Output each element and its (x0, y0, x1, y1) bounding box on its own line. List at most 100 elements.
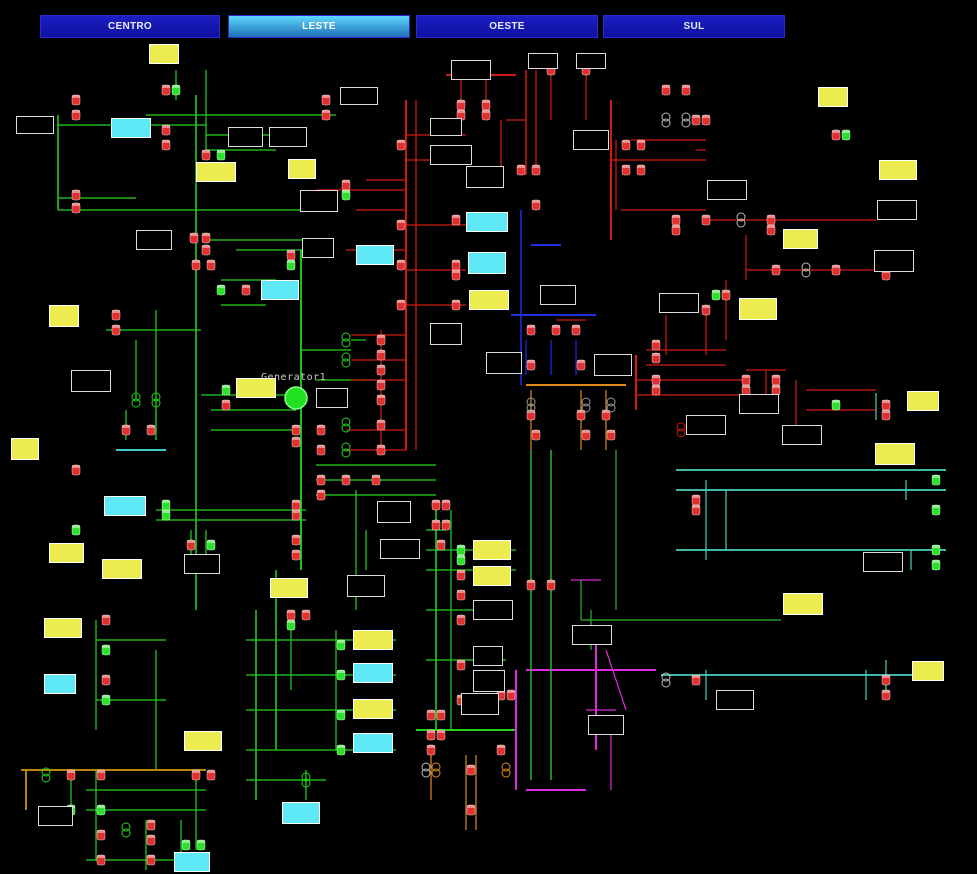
measurement-panel[interactable] (184, 731, 222, 751)
tab-centro[interactable]: CENTRO (40, 15, 220, 38)
breaker-closed-icon[interactable] (206, 769, 216, 781)
measurement-panel[interactable] (473, 646, 503, 666)
breaker-closed-icon[interactable] (96, 829, 106, 841)
breaker-closed-icon[interactable] (316, 444, 326, 456)
breaker-closed-icon[interactable] (111, 324, 121, 336)
measurement-panel[interactable] (739, 394, 779, 414)
breaker-closed-icon[interactable] (681, 84, 691, 96)
breaker-closed-icon[interactable] (496, 744, 506, 756)
measurement-panel[interactable] (316, 388, 348, 408)
breaker-closed-icon[interactable] (881, 689, 891, 701)
breaker-closed-icon[interactable] (101, 674, 111, 686)
breaker-closed-icon[interactable] (506, 689, 516, 701)
breaker-closed-icon[interactable] (551, 324, 561, 336)
breaker-open-icon[interactable] (931, 504, 941, 516)
breaker-closed-icon[interactable] (291, 549, 301, 561)
breaker-closed-icon[interactable] (431, 499, 441, 511)
breaker-open-icon[interactable] (341, 189, 351, 201)
breaker-open-icon[interactable] (171, 84, 181, 96)
breaker-open-icon[interactable] (831, 399, 841, 411)
breaker-closed-icon[interactable] (121, 424, 131, 436)
breaker-closed-icon[interactable] (526, 359, 536, 371)
breaker-open-icon[interactable] (456, 554, 466, 566)
breaker-closed-icon[interactable] (206, 259, 216, 271)
breaker-closed-icon[interactable] (601, 409, 611, 421)
measurement-panel[interactable] (356, 245, 394, 265)
breaker-closed-icon[interactable] (701, 114, 711, 126)
breaker-closed-icon[interactable] (71, 94, 81, 106)
measurement-panel[interactable] (353, 630, 393, 650)
measurement-panel[interactable] (528, 53, 558, 69)
breaker-closed-icon[interactable] (191, 769, 201, 781)
tab-leste[interactable]: LESTE (228, 15, 410, 38)
breaker-closed-icon[interactable] (241, 284, 251, 296)
breaker-open-icon[interactable] (196, 839, 206, 851)
measurement-panel[interactable] (430, 118, 462, 136)
measurement-panel[interactable] (111, 118, 151, 138)
breaker-closed-icon[interactable] (881, 674, 891, 686)
measurement-panel[interactable] (783, 593, 823, 615)
breaker-closed-icon[interactable] (101, 614, 111, 626)
measurement-panel[interactable] (288, 159, 316, 179)
measurement-panel[interactable] (302, 238, 334, 258)
breaker-closed-icon[interactable] (526, 579, 536, 591)
measurement-panel[interactable] (11, 438, 39, 460)
breaker-open-icon[interactable] (336, 744, 346, 756)
measurement-panel[interactable] (269, 127, 307, 147)
measurement-panel[interactable] (136, 230, 172, 250)
measurement-panel[interactable] (340, 87, 378, 105)
breaker-closed-icon[interactable] (651, 339, 661, 351)
breaker-closed-icon[interactable] (96, 854, 106, 866)
measurement-panel[interactable] (659, 293, 699, 313)
breaker-closed-icon[interactable] (71, 202, 81, 214)
measurement-panel[interactable] (907, 391, 939, 411)
measurement-panel[interactable] (874, 250, 914, 272)
breaker-closed-icon[interactable] (661, 84, 671, 96)
breaker-open-icon[interactable] (161, 509, 171, 521)
breaker-closed-icon[interactable] (451, 299, 461, 311)
measurement-panel[interactable] (261, 280, 299, 300)
breaker-closed-icon[interactable] (71, 189, 81, 201)
measurement-panel[interactable] (282, 802, 320, 824)
breaker-closed-icon[interactable] (146, 854, 156, 866)
breaker-closed-icon[interactable] (376, 364, 386, 376)
breaker-open-icon[interactable] (931, 474, 941, 486)
measurement-panel[interactable] (469, 290, 509, 310)
measurement-panel[interactable] (573, 130, 609, 150)
breaker-closed-icon[interactable] (396, 299, 406, 311)
measurement-panel[interactable] (380, 539, 420, 559)
measurement-panel[interactable] (353, 663, 393, 683)
breaker-closed-icon[interactable] (201, 232, 211, 244)
breaker-open-icon[interactable] (286, 259, 296, 271)
breaker-closed-icon[interactable] (691, 504, 701, 516)
measurement-panel[interactable] (576, 53, 606, 69)
breaker-closed-icon[interactable] (201, 149, 211, 161)
breaker-open-icon[interactable] (221, 384, 231, 396)
breaker-closed-icon[interactable] (466, 764, 476, 776)
breaker-closed-icon[interactable] (441, 519, 451, 531)
breaker-closed-icon[interactable] (396, 139, 406, 151)
measurement-panel[interactable] (473, 600, 513, 620)
breaker-closed-icon[interactable] (66, 769, 76, 781)
measurement-panel[interactable] (49, 543, 84, 563)
measurement-panel[interactable] (879, 160, 917, 180)
measurement-panel[interactable] (461, 693, 499, 715)
measurement-panel[interactable] (877, 200, 917, 220)
breaker-closed-icon[interactable] (701, 214, 711, 226)
measurement-panel[interactable] (572, 625, 612, 645)
breaker-open-icon[interactable] (181, 839, 191, 851)
breaker-closed-icon[interactable] (721, 289, 731, 301)
breaker-closed-icon[interactable] (576, 359, 586, 371)
breaker-closed-icon[interactable] (221, 399, 231, 411)
breaker-open-icon[interactable] (336, 669, 346, 681)
measurement-panel[interactable] (594, 354, 632, 376)
breaker-closed-icon[interactable] (881, 409, 891, 421)
breaker-closed-icon[interactable] (321, 94, 331, 106)
breaker-closed-icon[interactable] (301, 609, 311, 621)
breaker-closed-icon[interactable] (576, 409, 586, 421)
measurement-panel[interactable] (44, 618, 82, 638)
breaker-closed-icon[interactable] (341, 474, 351, 486)
breaker-closed-icon[interactable] (161, 124, 171, 136)
breaker-closed-icon[interactable] (146, 819, 156, 831)
breaker-closed-icon[interactable] (316, 489, 326, 501)
